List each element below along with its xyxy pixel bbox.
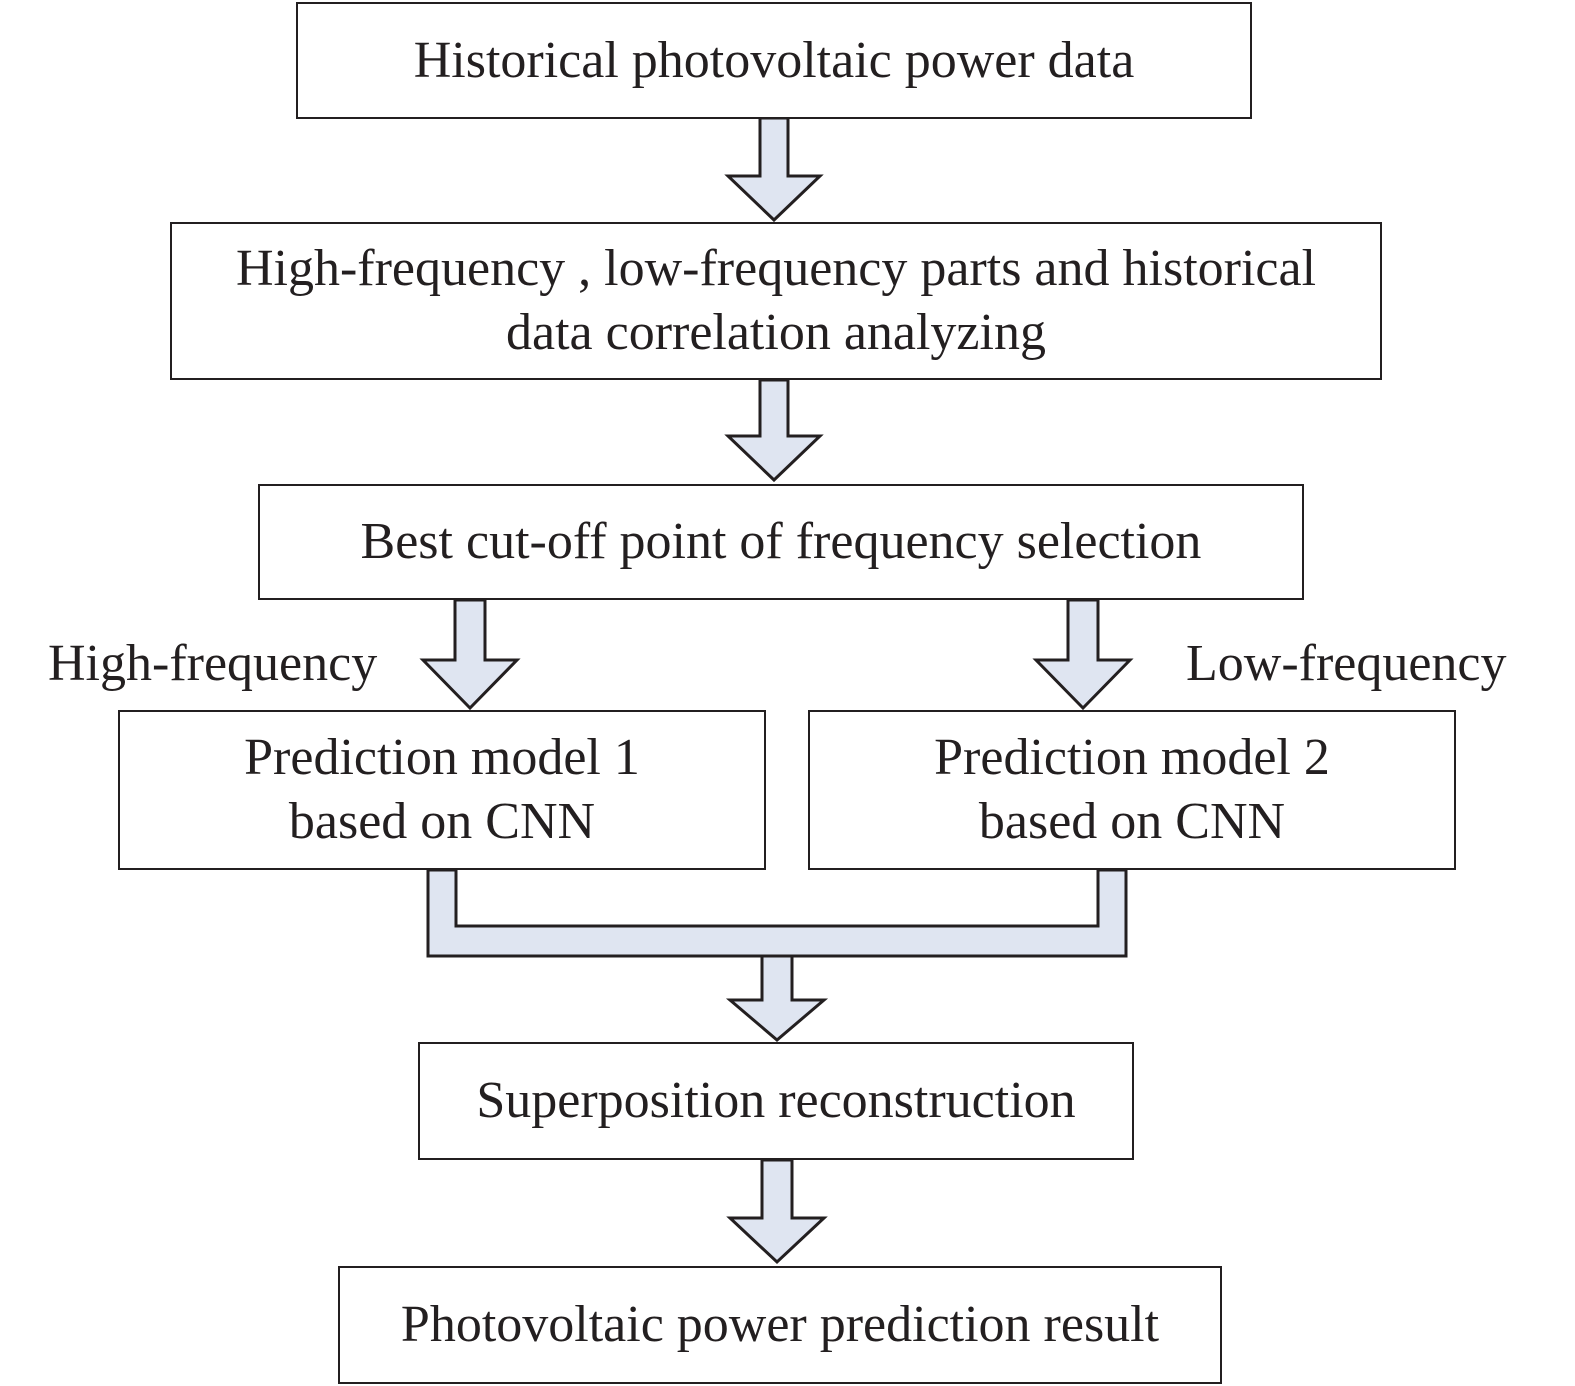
arrow-analysis-to-cutoff xyxy=(724,378,824,483)
prediction-model-1-text: Prediction model 1 based on CNN xyxy=(244,726,640,854)
prediction-model-2-box: Prediction model 2 based on CNN xyxy=(808,710,1456,870)
prediction-model-1-line-2: based on CNN xyxy=(288,793,596,850)
arrow-cutoff-to-model-2 xyxy=(1032,598,1134,711)
prediction-result-box: Photovoltaic power prediction result xyxy=(338,1266,1222,1384)
arrow-reconstruction-to-result xyxy=(726,1158,828,1265)
high-frequency-label: High-frequency xyxy=(48,635,378,692)
historical-data-box: Historical photovoltaic power data xyxy=(296,2,1252,119)
reconstruction-box: Superposition reconstruction xyxy=(418,1042,1134,1160)
arrow-merge-to-reconstruction xyxy=(725,954,829,1042)
correlation-analysis-line-1: High-frequency , low-frequency parts and… xyxy=(235,240,1317,297)
cutoff-selection-box: Best cut-off point of frequency selectio… xyxy=(258,484,1304,600)
prediction-model-2-line-1: Prediction model 2 xyxy=(934,729,1330,786)
cutoff-selection-text: Best cut-off point of frequency selectio… xyxy=(360,513,1202,570)
arrow-cutoff-to-model-1 xyxy=(419,598,521,711)
reconstruction-text: Superposition reconstruction xyxy=(476,1072,1076,1129)
correlation-analysis-line-2: data correlation analyzing xyxy=(506,304,1046,361)
merge-connector xyxy=(426,868,1128,958)
correlation-analysis-box: High-frequency , low-frequency parts and… xyxy=(170,222,1382,380)
prediction-model-1-line-1: Prediction model 1 xyxy=(244,729,640,786)
prediction-model-1-box: Prediction model 1 based on CNN xyxy=(118,710,766,870)
low-frequency-label: Low-frequency xyxy=(1186,635,1507,692)
arrow-data-to-analysis xyxy=(724,116,824,223)
correlation-analysis-text: High-frequency , low-frequency parts and… xyxy=(236,237,1316,365)
prediction-model-2-text: Prediction model 2 based on CNN xyxy=(934,726,1330,854)
historical-data-text: Historical photovoltaic power data xyxy=(413,31,1135,89)
prediction-model-2-line-2: based on CNN xyxy=(978,793,1286,850)
prediction-result-text: Photovoltaic power prediction result xyxy=(400,1296,1160,1353)
